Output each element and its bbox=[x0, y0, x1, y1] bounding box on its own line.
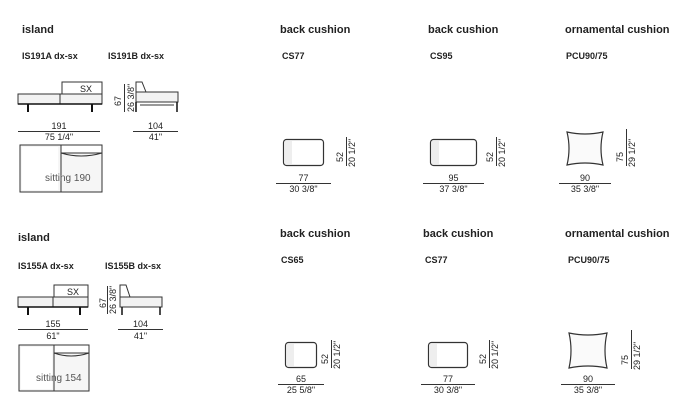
cushion-height-in: 20 1/2" bbox=[347, 138, 357, 167]
cushion-title: ornamental cushion bbox=[565, 228, 670, 240]
cushion-width-in: 35 3/8" bbox=[573, 385, 603, 395]
cushion-height-cm: 75 bbox=[620, 354, 630, 365]
model-code-b: IS155B dx-sx bbox=[105, 261, 162, 271]
cushion-width-in: 30 3/8" bbox=[433, 385, 463, 395]
model-code-a: IS191A dx-sx bbox=[22, 51, 78, 61]
cushion-height-in: 20 1/2" bbox=[490, 340, 500, 369]
depth-cm: 104 bbox=[147, 121, 164, 131]
dimension-line bbox=[421, 384, 475, 385]
cushion-code: CS77 bbox=[282, 51, 305, 61]
section-title: island bbox=[18, 232, 50, 244]
cushion-code: CS95 bbox=[430, 51, 453, 61]
sofa-plan-view bbox=[19, 144, 103, 193]
dimension-line bbox=[18, 131, 100, 132]
sitting-width: sitting 190 bbox=[45, 173, 91, 184]
sofa-front-view bbox=[17, 81, 103, 112]
depth-in: 41" bbox=[148, 132, 163, 142]
cushion-width-in: 37 3/8" bbox=[439, 184, 468, 194]
sofa-front-view bbox=[17, 284, 89, 315]
cushion-width-cm: 95 bbox=[448, 173, 459, 183]
cushion-width-in: 30 3/8" bbox=[289, 184, 318, 194]
cushion-height-in: 29 1/2" bbox=[627, 138, 637, 167]
cushion-code: PCU90/75 bbox=[568, 255, 610, 265]
cushion-code: PCU90/75 bbox=[566, 51, 608, 61]
model-code-b: IS191B dx-sx bbox=[108, 51, 165, 61]
cushion-height-cm: 52 bbox=[485, 151, 495, 162]
height-cm: 67 bbox=[113, 95, 123, 106]
dimension-line bbox=[489, 340, 490, 368]
section-title: island bbox=[22, 24, 54, 36]
dimension-line bbox=[626, 129, 627, 166]
cushion-height-in: 20 1/2" bbox=[332, 340, 342, 369]
cushion-title: ornamental cushion bbox=[565, 24, 670, 36]
depth-cm: 104 bbox=[132, 319, 149, 329]
sitting-width: sitting 154 bbox=[36, 373, 82, 384]
back-cushion-drawing bbox=[284, 341, 318, 369]
depth-in: 41" bbox=[133, 331, 148, 341]
cushion-width-cm: 90 bbox=[579, 173, 590, 183]
cushion-height-cm: 52 bbox=[335, 151, 345, 162]
model-code-a: IS155A dx-sx bbox=[18, 261, 74, 271]
cushion-width-cm: 90 bbox=[582, 374, 593, 384]
sofa-side-view bbox=[135, 81, 179, 112]
dimension-line bbox=[346, 137, 347, 166]
height-in: 26 3/8" bbox=[108, 285, 118, 314]
back-cushion-drawing bbox=[282, 138, 325, 167]
dimension-line bbox=[561, 384, 615, 385]
cushion-width-cm: 77 bbox=[298, 173, 309, 183]
cushion-height-cm: 52 bbox=[478, 353, 488, 364]
dimension-line bbox=[423, 183, 484, 184]
cushion-width-cm: 65 bbox=[295, 374, 306, 384]
back-cushion-drawing bbox=[429, 138, 478, 167]
side-label: SX bbox=[80, 84, 93, 94]
dimension-line bbox=[278, 384, 324, 385]
sofa-plan-view bbox=[18, 344, 90, 392]
ornamental-cushion-drawing bbox=[566, 131, 604, 166]
cushion-height-cm: 52 bbox=[320, 353, 330, 364]
sofa-side-view bbox=[119, 284, 163, 315]
back-cushion-drawing bbox=[427, 341, 469, 369]
cushion-title: back cushion bbox=[280, 228, 351, 240]
dimension-line bbox=[118, 329, 163, 330]
dimension-line bbox=[133, 131, 178, 132]
dimension-line bbox=[18, 329, 88, 330]
cushion-height-in: 20 1/2" bbox=[497, 138, 507, 167]
cushion-width-in: 35 3/8" bbox=[570, 184, 600, 194]
cushion-height-cm: 75 bbox=[615, 151, 625, 162]
cushion-width-cm: 77 bbox=[442, 374, 453, 384]
width-in: 75 1/4" bbox=[44, 132, 74, 142]
ornamental-cushion-drawing bbox=[568, 332, 608, 369]
dimension-line bbox=[331, 340, 332, 368]
dimension-line bbox=[559, 183, 611, 184]
dimension-line bbox=[276, 183, 331, 184]
cushion-title: back cushion bbox=[428, 24, 499, 36]
cushion-height-in: 29 1/2" bbox=[632, 341, 642, 370]
cushion-title: back cushion bbox=[423, 228, 494, 240]
width-cm: 191 bbox=[51, 121, 67, 131]
dimension-line bbox=[496, 137, 497, 166]
width-cm: 155 bbox=[45, 319, 61, 329]
cushion-code: CS65 bbox=[281, 255, 304, 265]
cushion-width-in: 25 5/8" bbox=[286, 385, 316, 395]
cushion-title: back cushion bbox=[280, 24, 351, 36]
cushion-code: CS77 bbox=[425, 255, 448, 265]
side-label: SX bbox=[67, 287, 80, 297]
dimension-line bbox=[631, 330, 632, 369]
width-in: 61" bbox=[46, 331, 60, 341]
